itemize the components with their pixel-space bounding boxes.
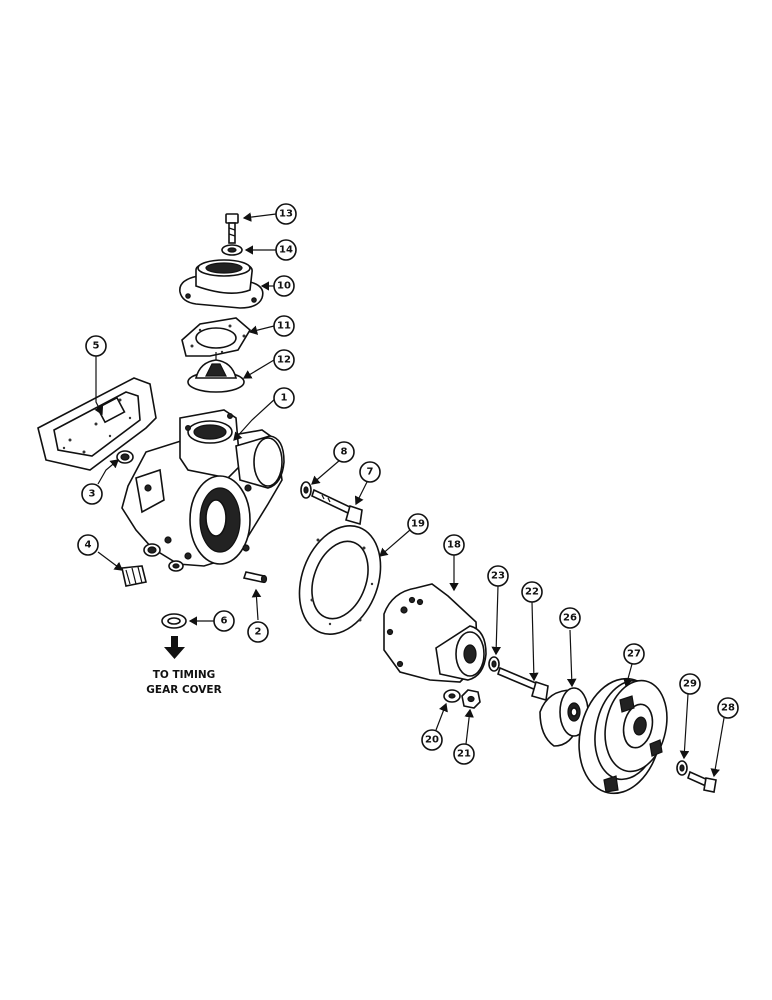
callout-18: 18 bbox=[443, 534, 465, 556]
note-line-1: TO TIMING bbox=[153, 669, 216, 681]
pump-body-part-18 bbox=[383, 583, 487, 683]
svg-text:4: 4 bbox=[85, 540, 92, 551]
svg-text:26: 26 bbox=[563, 613, 577, 624]
callout-26: 26 bbox=[559, 607, 581, 629]
washer-part-29 bbox=[676, 760, 688, 776]
washer-part-23 bbox=[488, 656, 500, 672]
svg-text:5: 5 bbox=[93, 341, 100, 352]
leader-5 bbox=[94, 356, 104, 416]
leader-28 bbox=[710, 717, 725, 778]
svg-text:13: 13 bbox=[279, 209, 293, 220]
svg-text:20: 20 bbox=[425, 735, 439, 746]
dowel-pin-part-2 bbox=[242, 571, 268, 584]
leader-21 bbox=[464, 708, 474, 745]
svg-text:23: 23 bbox=[491, 571, 505, 582]
leader-12 bbox=[242, 359, 275, 379]
callout-10: 10 bbox=[273, 275, 295, 297]
leader-7 bbox=[354, 479, 369, 506]
svg-text:27: 27 bbox=[627, 649, 641, 660]
svg-text:7: 7 bbox=[367, 467, 374, 478]
svg-text:12: 12 bbox=[277, 355, 291, 366]
callout-22: 22 bbox=[521, 581, 543, 603]
svg-text:3: 3 bbox=[89, 489, 96, 500]
svg-text:28: 28 bbox=[721, 703, 735, 714]
callout-12: 12 bbox=[273, 349, 295, 371]
leader-26 bbox=[566, 629, 577, 688]
lock-washer-part-20 bbox=[443, 689, 461, 703]
callout-2: 2 bbox=[247, 621, 269, 643]
note-line-2: GEAR COVER bbox=[146, 684, 221, 696]
washer-part-8 bbox=[300, 481, 312, 499]
callout-13: 13 bbox=[275, 203, 297, 225]
leader-23 bbox=[491, 585, 502, 656]
leader-8 bbox=[311, 459, 341, 485]
leader-22 bbox=[529, 601, 539, 682]
svg-text:2: 2 bbox=[255, 627, 262, 638]
leader-29 bbox=[679, 693, 690, 760]
callout-23: 23 bbox=[487, 565, 509, 587]
nut-part-21 bbox=[461, 689, 481, 709]
callout-8: 8 bbox=[333, 441, 355, 463]
leader-1 bbox=[233, 397, 277, 441]
thermostat-part-12 bbox=[187, 352, 245, 393]
gasket-part-11 bbox=[181, 317, 252, 357]
pipe-plug-part-4 bbox=[121, 565, 147, 587]
svg-text:11: 11 bbox=[277, 321, 291, 332]
leader-11 bbox=[248, 325, 275, 335]
o-ring-part-6 bbox=[161, 613, 187, 629]
callout-20: 20 bbox=[421, 729, 443, 751]
callout-27: 27 bbox=[623, 643, 645, 665]
pipe-plug-part-3 bbox=[116, 450, 134, 464]
callout-6: 6 bbox=[213, 610, 235, 632]
callout-28: 28 bbox=[717, 697, 739, 719]
callout-3: 3 bbox=[81, 483, 103, 505]
callout-11: 11 bbox=[273, 315, 295, 337]
callout-1: 1 bbox=[273, 387, 295, 409]
svg-text:18: 18 bbox=[447, 540, 461, 551]
outlet-elbow-part-10 bbox=[179, 259, 264, 309]
svg-text:10: 10 bbox=[277, 281, 291, 292]
down-arrow-icon bbox=[164, 636, 185, 659]
bolt-part-28 bbox=[687, 770, 717, 793]
callout-7: 7 bbox=[359, 461, 381, 483]
leader-3 bbox=[97, 459, 119, 485]
leader-20 bbox=[435, 702, 448, 731]
bolt-part-22 bbox=[497, 666, 549, 702]
svg-text:6: 6 bbox=[221, 616, 228, 627]
pulley-part-27 bbox=[578, 677, 668, 795]
bolt-part-13 bbox=[225, 213, 239, 244]
water-pump-housing-part-1 bbox=[121, 409, 285, 572]
svg-text:19: 19 bbox=[411, 519, 425, 530]
housing-gasket-part-5 bbox=[37, 377, 157, 471]
leader-13 bbox=[242, 212, 277, 222]
hub-part-26 bbox=[539, 687, 589, 747]
svg-text:22: 22 bbox=[525, 587, 539, 598]
leader-27 bbox=[623, 663, 633, 688]
callout-19: 19 bbox=[407, 513, 429, 535]
svg-text:29: 29 bbox=[683, 679, 697, 690]
lock-washer-part-14 bbox=[221, 244, 243, 256]
bolt-part-7 bbox=[311, 488, 363, 526]
callout-21: 21 bbox=[453, 743, 475, 765]
svg-text:1: 1 bbox=[281, 393, 288, 404]
leader-4 bbox=[97, 551, 123, 571]
callout-5: 5 bbox=[85, 335, 107, 357]
leader-2 bbox=[251, 588, 262, 621]
callout-29: 29 bbox=[679, 673, 701, 695]
gasket-part-19 bbox=[298, 524, 382, 636]
callout-4: 4 bbox=[77, 534, 99, 556]
svg-text:14: 14 bbox=[279, 245, 293, 256]
leader-19 bbox=[379, 529, 411, 557]
svg-text:21: 21 bbox=[457, 749, 471, 760]
svg-text:8: 8 bbox=[341, 447, 348, 458]
callout-14: 14 bbox=[275, 239, 297, 261]
